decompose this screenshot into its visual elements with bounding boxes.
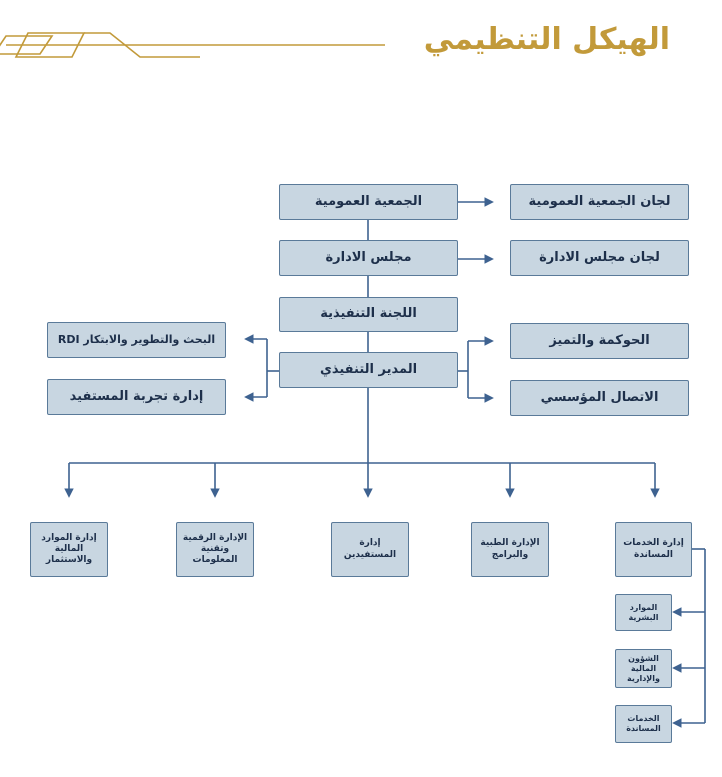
beneficiary-experience-box: إدارة تجربة المستفيد <box>47 379 226 415</box>
beneficiaries-department-box: إدارة المستفيدين <box>331 522 409 577</box>
executive-director-box: المدير التنفيذي <box>279 352 458 388</box>
page-title: الهيكل التنظيمي <box>423 22 670 57</box>
board-committees-box: لجان مجلس الادارة <box>510 240 689 276</box>
support-department-box: إدارة الخدمات المساندة <box>615 522 692 577</box>
board-box: مجلس الادارة <box>279 240 458 276</box>
header-decoration <box>0 32 385 58</box>
finance-department-box: إدارة الموارد المالية والاستثمار <box>30 522 108 577</box>
medical-department-box: الإدارة الطبية والبرامج <box>471 522 549 577</box>
executive-committee-box: اللجنة التنفيذية <box>279 297 458 332</box>
hr-subunit-box: الموارد البشرية <box>615 594 672 631</box>
governance-box: الحوكمة والتميز <box>510 323 689 359</box>
support-services-subunit-box: الخدمات المساندة <box>615 705 672 743</box>
admin-finance-subunit-box: الشؤون المالية والإدارية <box>615 649 672 688</box>
assembly-committees-box: لجان الجمعية العمومية <box>510 184 689 220</box>
communication-box: الاتصال المؤسسي <box>510 380 689 416</box>
rdi-box: البحث والتطوير والابتكار RDI <box>47 322 226 358</box>
digital-department-box: الإدارة الرقمية وتقنية المعلومات <box>176 522 254 577</box>
general-assembly-box: الجمعية العمومية <box>279 184 458 220</box>
